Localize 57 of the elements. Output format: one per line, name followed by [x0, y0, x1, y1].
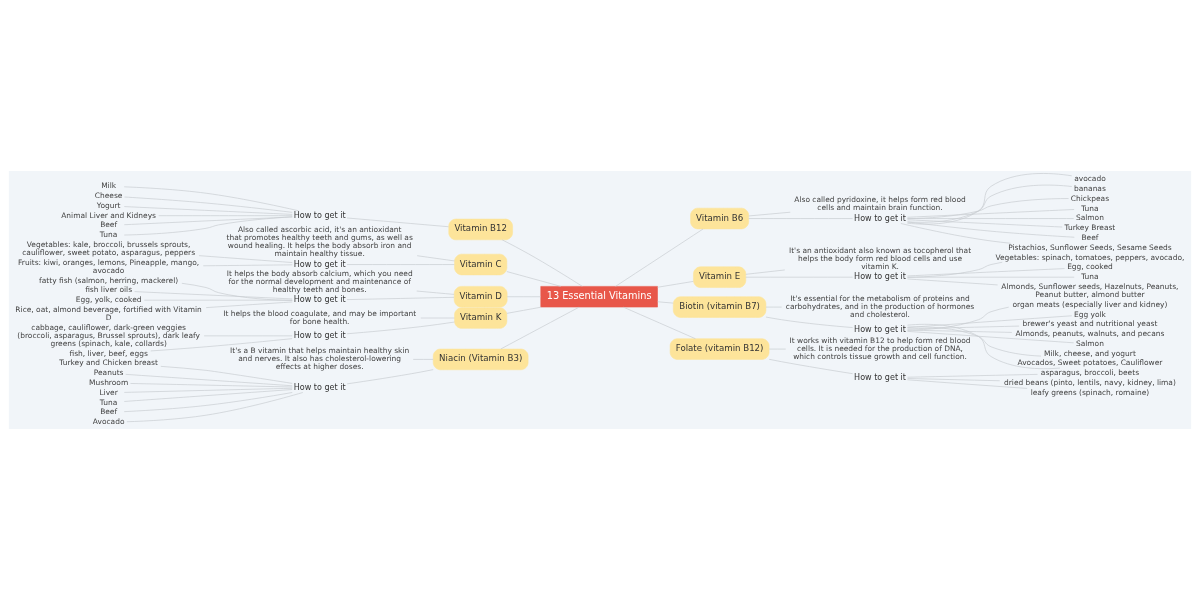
connector [907, 331, 1074, 344]
connector [907, 306, 1010, 331]
connector [126, 392, 304, 423]
connector [748, 211, 791, 217]
connector [907, 221, 1075, 238]
connector [123, 216, 293, 236]
connector [160, 366, 293, 384]
connector [130, 383, 293, 388]
connector [657, 281, 694, 288]
connector [765, 316, 853, 328]
connector [907, 323, 1061, 370]
connector [907, 173, 1073, 225]
connector [123, 392, 293, 412]
connector [623, 306, 696, 340]
connector [198, 255, 293, 263]
node-box: Folate (vitamin B12) [669, 338, 770, 360]
connector [123, 186, 299, 212]
connector [134, 291, 293, 300]
connector [907, 325, 1020, 330]
connector [907, 209, 1075, 218]
connector [907, 326, 1042, 357]
connector [907, 278, 998, 286]
connector [125, 374, 293, 387]
connector [346, 321, 455, 335]
connector [907, 315, 1073, 328]
connector [123, 206, 293, 215]
node-box: Biotin (vitamin B7) [673, 296, 767, 318]
connector [124, 196, 293, 213]
node-box: Vitamin B6 [690, 207, 749, 230]
connector [123, 389, 293, 402]
connector [500, 306, 580, 350]
connector [506, 306, 542, 314]
node-box: 13 Essential Vitamins [540, 286, 658, 308]
connector [501, 239, 583, 287]
connector [205, 301, 293, 308]
node-box: Vitamin C [454, 253, 508, 276]
node-box: Vitamin K [454, 307, 508, 329]
connector [768, 359, 853, 375]
connector [416, 255, 455, 262]
connector [615, 228, 704, 287]
connector [346, 217, 449, 228]
connector [745, 269, 786, 275]
node-box: Vitamin D [453, 286, 508, 308]
connector [346, 369, 434, 385]
connector [900, 223, 1011, 244]
connector [506, 271, 562, 287]
connector [907, 184, 1073, 223]
node-box: Niacin (Vitamin B3) [432, 348, 529, 371]
connector [123, 216, 293, 226]
connector [907, 268, 1065, 277]
node-box: Vitamin B12 [448, 218, 513, 241]
connector [907, 219, 1063, 228]
connector [416, 290, 455, 295]
connector [123, 387, 293, 393]
connector [907, 379, 1028, 389]
node-box: Vitamin E [693, 266, 747, 288]
connector [150, 338, 293, 352]
